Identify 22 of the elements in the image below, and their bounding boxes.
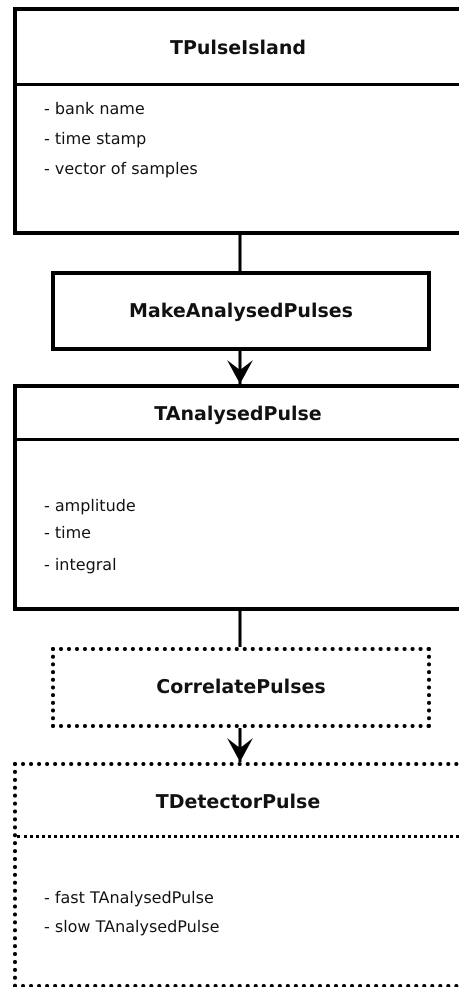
class-box (13, 7, 459, 235)
class-name: TAnalysedPulse (154, 403, 322, 425)
arrow (227, 728, 253, 762)
attribute-text: - bank name (44, 99, 145, 119)
class-box (13, 762, 459, 987)
process-box (51, 271, 431, 351)
attribute-text: - slow TAnalysedPulse (44, 917, 220, 937)
class-box (13, 384, 459, 611)
attribute-text: - integral (44, 555, 117, 575)
process-name: MakeAnalysedPulses (129, 300, 353, 322)
class-name: TDetectorPulse (156, 791, 320, 813)
attribute-text: - fast TAnalysedPulse (44, 888, 214, 908)
connector-line (238, 611, 242, 647)
class-name: TPulseIsland (170, 37, 306, 59)
attribute-text: - time (44, 523, 92, 543)
connector-line (238, 235, 242, 271)
attribute-text: - amplitude (44, 496, 136, 516)
attribute-text: - vector of samples (44, 159, 198, 179)
process-box (51, 647, 431, 728)
arrow (227, 351, 253, 384)
process-name: CorrelatePulses (156, 676, 326, 698)
attribute-text: - time stamp (44, 129, 146, 149)
